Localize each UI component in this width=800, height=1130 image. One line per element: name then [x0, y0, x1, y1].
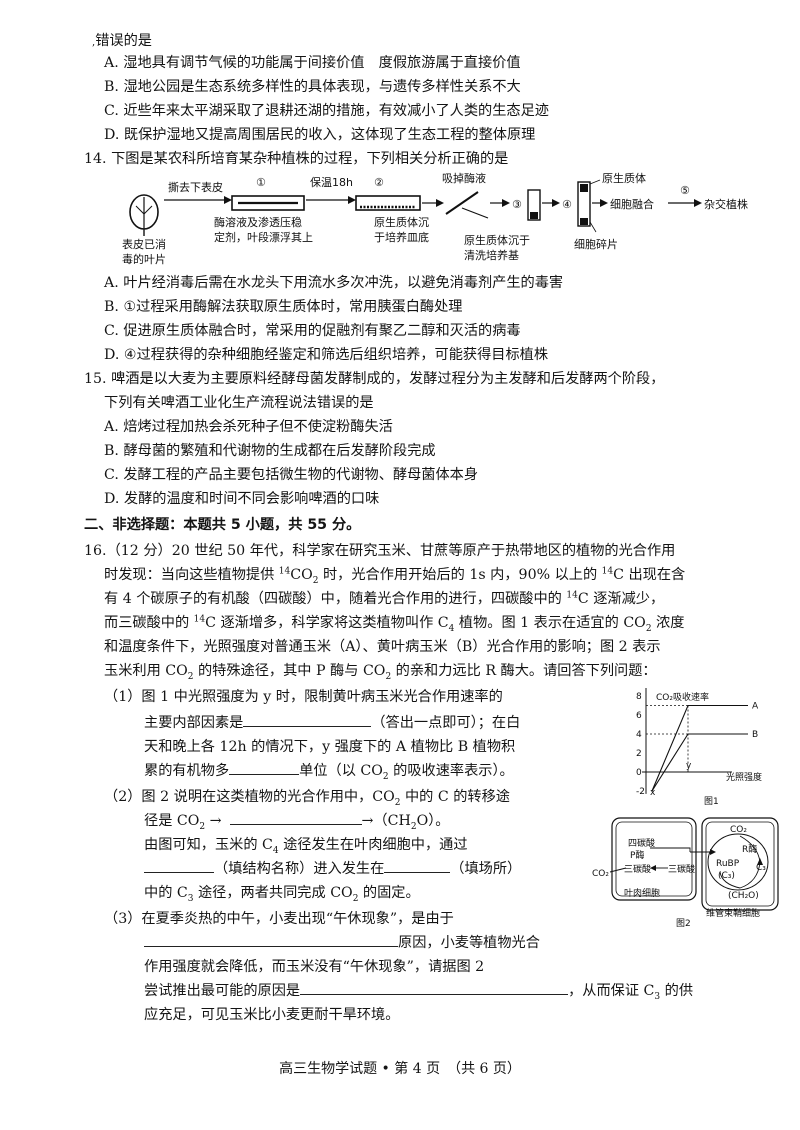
q14-stem: 14. 下图是某农科所培育某杂种植株的过程，下列相关分析正确的是 [84, 151, 509, 167]
centrifuge-tube-icon [577, 181, 591, 227]
c3-acid-mid-label: 三碳酸 [668, 863, 695, 875]
q16-line-3: 有 4 个碳原子的有机酸（四碳酸）中，随着光合作用的进行，四碳酸中的 14C 逐… [104, 590, 665, 607]
fig1-mark-y: y [686, 761, 692, 771]
q16-p3-line-5: 应充足，可见玉米比小麦更耐干旱环境。 [144, 1007, 400, 1023]
fig2-caption: 图2 [676, 918, 691, 929]
enzyme-label-1: 酶溶液及渗透压稳 [214, 215, 302, 229]
rubp-label: RuBP [716, 859, 740, 869]
c3-label: (C₃) [718, 871, 735, 881]
circle-4: ④ [562, 198, 572, 211]
q14-process-diagram: 表皮已消 毒的叶片 撕去下表皮 ① 酶溶液及渗透压稳 定剂，叶段漂浮其上 保温1… [122, 171, 748, 266]
figure-1-chart: CO₂吸收速率 8 6 4 2 0 -2 A Bx y 光照强度 图1 [636, 688, 762, 807]
q16-p2-line-5: 中的 C3 途径，两者共同完成 CO2 的固定。 [144, 885, 420, 904]
c3-acid-left-label: 三碳酸 [624, 863, 651, 875]
step-suck: 吸掉酶液 [442, 171, 486, 185]
debris-label: 细胞碎片 [574, 237, 618, 251]
q16-p3-line-3: 作用强度就会降低，而玉米没有“午休现象”，请据图 2 [144, 959, 485, 975]
fig1-ytick-2: 4 [636, 730, 642, 740]
q13-stem-end: ,错误的是 [92, 33, 152, 49]
section-2-heading: 二、非选择题：本题共 5 小题，共 55 分。 [84, 517, 361, 533]
answer-blank-2[interactable] [229, 760, 300, 775]
q16-p1-line-3: 天和晚上各 12h 的情况下，y 强度下的 A 植物比 B 植物积 [144, 739, 516, 755]
step-keep: 保温18h [310, 175, 353, 189]
tube-label-1: 原生质体沉于 [464, 233, 530, 247]
pipette-icon [445, 191, 489, 219]
fig1-xlabel: 光照强度 [726, 771, 762, 783]
q14-option-d: D. ④过程获得的杂种细胞经鉴定和筛选后组织培养，可能获得目标植株 [104, 347, 549, 363]
q16-line-6: 玉米利用 CO2 的特殊途径，其中 P 酶与 CO2 的亲和力远比 R 酶大。请… [104, 663, 657, 682]
co2-top-label: CO₂ [730, 825, 747, 835]
answer-blank-7[interactable] [300, 980, 569, 995]
fusion-label: 细胞融合 [610, 197, 654, 211]
co2-in-label: CO₂ [592, 869, 609, 879]
dish-label-1: 原生质体沉 [374, 215, 429, 229]
figure-2-diagram: 叶肉细胞 维管束鞘细胞 CO₂ 四碳酸 P酶 三碳酸 三碳酸 CO₂ R酶 Ru… [592, 817, 779, 929]
q16-line-1: 16.（12 分）20 世纪 50 年代，科学家在研究玉米、甘蔗等原产于热带地区… [84, 543, 676, 559]
q16-p3-line-2: 原因，小麦等植物光合 [144, 932, 540, 954]
r-enzyme-label: R酶 [742, 843, 757, 855]
q15-stem-2: 下列有关啤酒工业化生产流程说法错误的是 [104, 395, 374, 411]
q13-option-a: A. 湿地具有调节气候的功能属于间接价值 度假旅游属于直接价值 [104, 55, 521, 71]
answer-blank-5[interactable] [384, 858, 451, 873]
q14-option-b: B. ①过程采用酶解法获取原生质体时，常用胰蛋白酶处理 [104, 299, 463, 315]
q15-option-c: C. 发酵工程的产品主要包括微生物的代谢物、酵母菌体本身 [104, 467, 479, 483]
fig1-ytick-0: 8 [636, 692, 642, 702]
q15-stem-1: 15. 啤酒是以大麦为主要原料经酵母菌发酵制成的，发酵过程分为主发酵和后发酵两个… [84, 371, 665, 387]
step-tear: 撕去下表皮 [168, 180, 223, 194]
leaf-icon [129, 194, 159, 236]
c3b-label: C₃ [756, 863, 766, 873]
answer-blank-3[interactable] [229, 810, 362, 825]
q16-p2-line-4: （填结构名称）进入发生在（填场所） [144, 858, 521, 880]
ch2o-label: (CH₂O) [728, 891, 759, 901]
circle-1: ① [256, 176, 266, 189]
tube-label-2: 清洗培养基 [464, 248, 519, 262]
fig1-ytick-5: -2 [636, 787, 645, 797]
answer-blank-6[interactable] [144, 932, 398, 947]
leaf-label-2: 毒的叶片 [122, 252, 166, 266]
q15-option-a: A. 焙烤过程加热会杀死种子但不使淀粉酶失活 [104, 419, 393, 435]
q16-line-2: 时发现：当向这些植物提供 14CO2 时，光合作用开始后的 1s 内，90% 以… [104, 566, 686, 586]
fig1-ytick-1: 6 [636, 711, 642, 721]
q13-option-b: B. 湿地公园是生态系统多样性的具体表现，与遗传多样性关系不大 [104, 79, 521, 95]
q15-option-d: D. 发酵的温度和时间不同会影响啤酒的口味 [104, 491, 380, 507]
q16-p1-line-4: 累的有机物多单位（以 CO2 的吸收速率表示）。 [144, 760, 514, 782]
bundle-label: 维管束鞘细胞 [706, 907, 760, 919]
circle-3: ③ [512, 198, 522, 211]
fig1-caption: 图1 [704, 796, 719, 807]
fig1-ytick-4: 0 [636, 768, 642, 778]
p-enzyme-label: P酶 [630, 849, 644, 861]
circle-2: ② [374, 176, 384, 189]
proto-top-label: 原生质体 [602, 171, 646, 185]
fig1-series-label-A: A [752, 702, 759, 712]
q13-option-d: D. 既保护湿地又提高周围居民的收入，这体现了生态工程的整体原理 [104, 127, 536, 143]
q15-option-b: B. 酵母菌的繁殖和代谢物的生成都在后发酵阶段完成 [104, 443, 436, 459]
leaf-label-1: 表皮已消 [122, 237, 166, 251]
q16-p3-line-4: 尝试推出最可能的原因是，从而保证 C3 的供 [144, 980, 693, 1002]
fig1-ytick-3: 2 [636, 749, 642, 759]
page-footer: 高三生物学试题 • 第 4 页 （共 6 页） [279, 1061, 521, 1077]
mesophyll-label: 叶肉细胞 [624, 887, 660, 899]
q16-p2-line-2: 径是 CO2 →→（CH2O）。 [144, 810, 449, 832]
dish-label-2: 于培养皿底 [374, 230, 429, 244]
q16-p3-line-1: （3）在夏季炎热的中午，小麦出现“午休现象”，是由于 [104, 911, 454, 927]
q16-line-4: 而三碳酸中的 14C 逐渐增多，科学家将这类植物叫作 C4 植物。图 1 表示在… [104, 614, 685, 634]
hybrid-label: 杂交植株 [704, 197, 748, 211]
answer-blank-1[interactable] [243, 712, 372, 727]
q14-option-c: C. 促进原生质体融合时，常采用的促融剂有聚乙二醇和灭活的病毒 [104, 323, 521, 339]
q13-option-c: C. 近些年来太平湖采取了退耕还湖的措施，有效减小了人类的生态足迹 [104, 103, 549, 119]
q14-option-a: A. 叶片经消毒后需在水龙头下用流水多次冲洗，以避免消毒剂产生的毒害 [104, 275, 564, 291]
circle-5: ⑤ [680, 184, 690, 197]
fig1-ylabel: CO₂吸收速率 [656, 691, 709, 703]
c4-acid-label: 四碳酸 [628, 837, 655, 849]
q16-p2-line-1: （2）图 2 说明在这类植物的光合作用中，CO2 中的 C 的转移途 [104, 789, 510, 808]
q16-line-5: 和温度条件下，光照强度对普通玉米（A）、黄叶病玉米（B）光合作用的影响；图 2 … [104, 639, 661, 655]
fig1-mark-x: x [650, 788, 656, 798]
test-tube-icon [527, 189, 541, 221]
q16-p1-line-2: 主要内部因素是（答出一点即可）；在白 [144, 712, 520, 734]
fig1-series-label-B: B [752, 730, 758, 740]
q16-p2-line-3: 由图可知，玉米的 C4 途径发生在叶肉细胞中，通过 [144, 837, 468, 856]
enzyme-label-2: 定剂，叶段漂浮其上 [214, 230, 313, 244]
q16-p1-line-1: （1）图 1 中光照强度为 y 时，限制黄叶病玉米光合作用速率的 [104, 689, 503, 705]
answer-blank-4[interactable] [144, 858, 214, 873]
